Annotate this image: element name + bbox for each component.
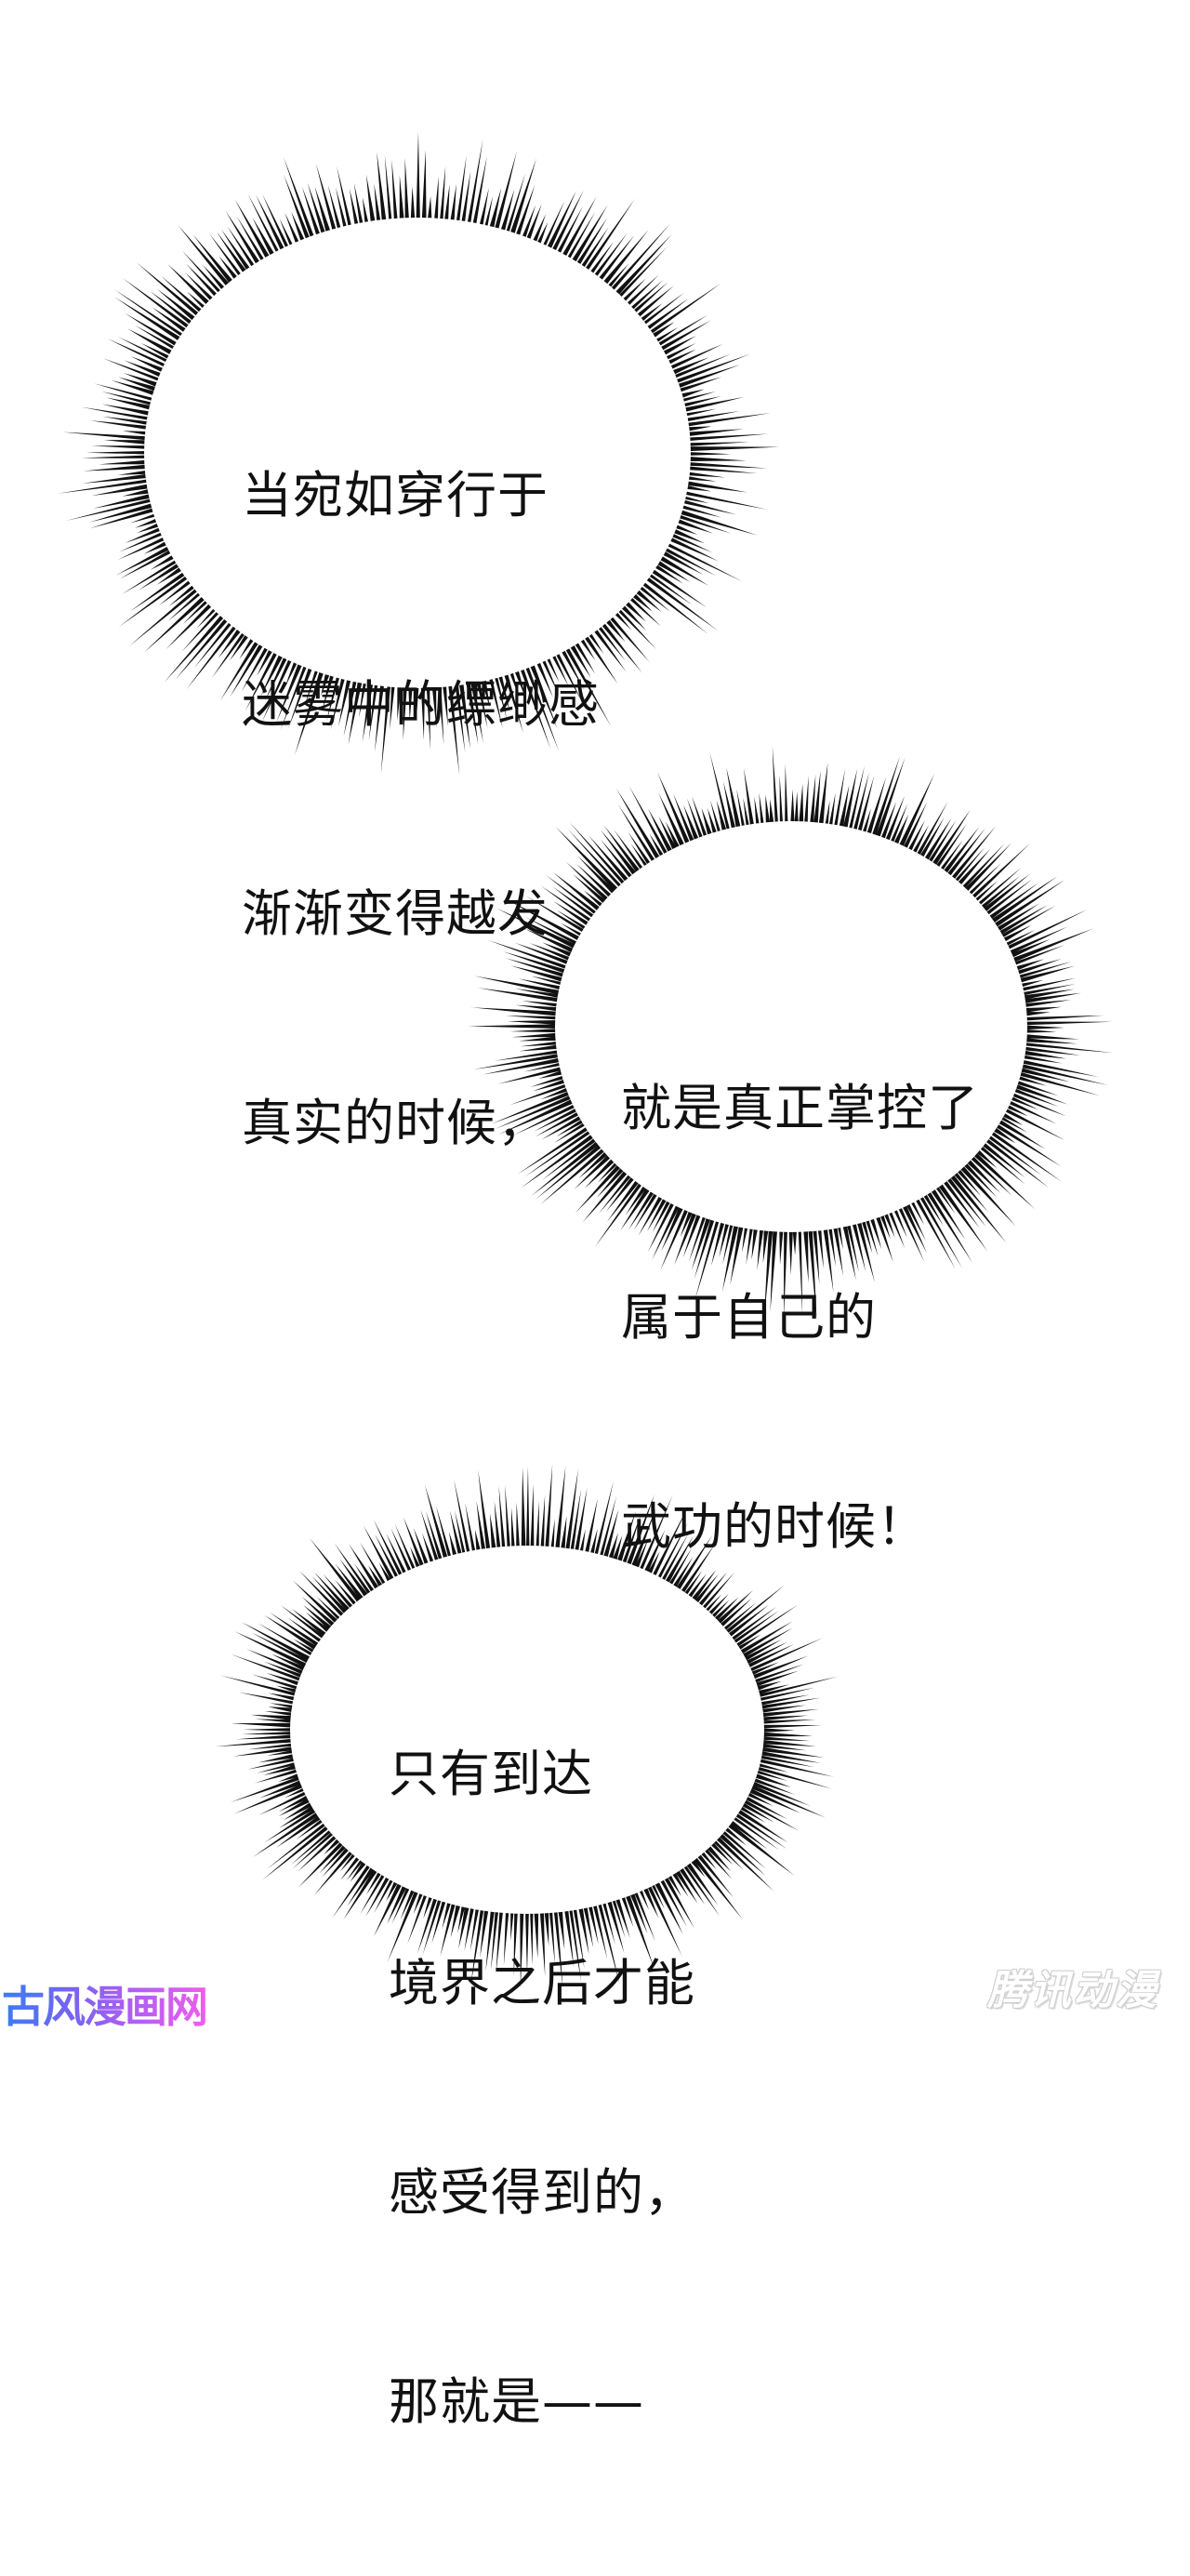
watermark-gufeng-manhua: 古风漫画网 [2, 1979, 208, 2035]
bubble-3-body [290, 1546, 764, 1914]
bubble-2-line-3: 武功的时候！ [621, 1497, 928, 1556]
speech-bubble-3-text: 只有到达 境界之后才能 感受得到的， 那就是—— [389, 1600, 695, 2576]
bubble-1-line-2: 迷雾中的缥缈感 [242, 675, 600, 734]
bubble-1-rays [58, 131, 780, 776]
bubble-3-line-4: 那就是—— [389, 2372, 644, 2431]
bubble-3-line-3: 感受得到的， [389, 2163, 695, 2222]
bubble-1-line-3: 渐渐变得越发 [242, 884, 549, 943]
bubble-1-body [144, 218, 691, 688]
bubble-3-line-1: 只有到达 [389, 1745, 593, 1803]
bubble-2-line-2: 属于自己的 [621, 1288, 877, 1347]
speech-bubble-1-text: 当宛如穿行于 迷雾中的缥缈感 渐渐变得越发 真实的时候， [242, 321, 600, 1297]
watermark-tencent-comic: 腾讯动漫 [987, 1967, 1158, 2014]
bubble-2-line-1: 就是真正掌控了 [621, 1079, 979, 1137]
bubble-2-rays [468, 746, 1114, 1320]
bubble-1-line-4: 真实的时候， [242, 1094, 549, 1152]
bubble-3-rays [215, 1464, 839, 1989]
bubble-2-body [555, 821, 1027, 1232]
bubble-1-line-1: 当宛如穿行于 [242, 466, 549, 524]
speech-bubble-2-text: 就是真正掌控了 属于自己的 武功的时候！ [621, 934, 979, 1701]
speech-burst-rays [58, 131, 1114, 1989]
bubble-3-line-2: 境界之后才能 [389, 1954, 695, 2012]
comic-page: 当宛如穿行于 迷雾中的缥缈感 渐渐变得越发 真实的时候， 就是真正掌控了 属于自… [2, 131, 1158, 2431]
